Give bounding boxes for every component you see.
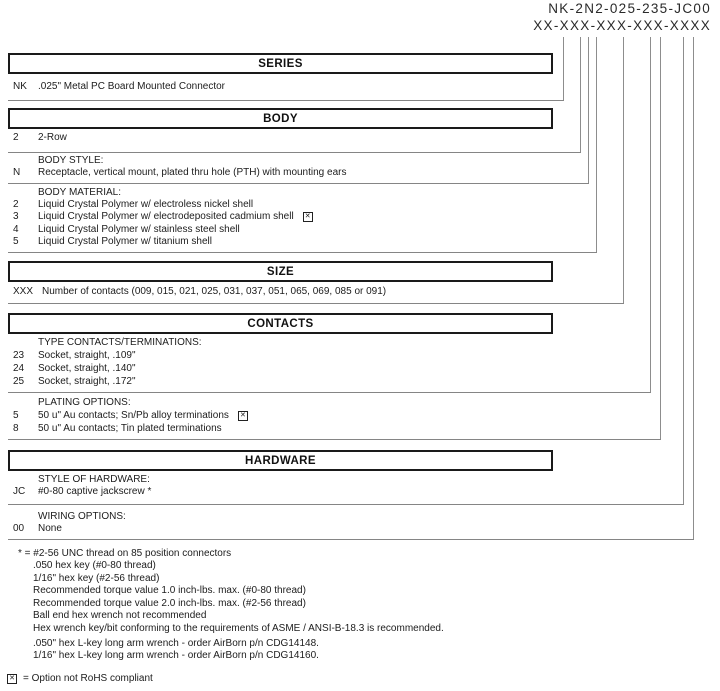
footnote-line: Ball end hex wrench not recommended — [33, 610, 207, 621]
option-code: 25 — [13, 376, 25, 387]
section-title: SERIES — [258, 57, 303, 70]
rule-body-material — [8, 252, 597, 253]
rohs-legend: = Option not RoHS compliant — [7, 673, 153, 685]
option-desc: Socket, straight, .140" — [38, 363, 136, 374]
leader-line-hardware-style — [683, 37, 684, 504]
option-code: 4 — [13, 224, 19, 235]
option-code: 00 — [13, 523, 25, 534]
option-desc: Number of contacts (009, 015, 021, 025, … — [42, 286, 387, 297]
subsection-plating: PLATING OPTIONS: — [38, 397, 131, 408]
option-desc: None — [38, 523, 62, 534]
option-desc: Socket, straight, .172" — [38, 376, 136, 387]
leader-line-wiring — [693, 37, 694, 539]
section-header-contacts: CONTACTS — [8, 313, 553, 334]
footnote-lead: * = #2-56 UNC thread on 85 position conn… — [18, 548, 232, 559]
rule-hardware-style — [8, 504, 684, 505]
section-header-size: SIZE — [8, 261, 553, 282]
section-header-series: SERIES — [8, 53, 553, 74]
section-title: SIZE — [266, 265, 295, 278]
rule-body-style — [8, 183, 589, 184]
leader-line-body-row — [580, 37, 581, 152]
option-desc: Liquid Crystal Polymer w/ electroless ni… — [38, 199, 254, 210]
rule-body-row — [8, 152, 581, 153]
option-code: 2 — [13, 132, 19, 143]
leader-line-body-material — [596, 37, 597, 252]
option-code: 2 — [13, 199, 19, 210]
not-rohs-icon — [7, 674, 17, 684]
option-desc: 50 u" Au contacts; Sn/Pb alloy terminati… — [38, 410, 229, 421]
footnote-line: .050" hex L-key long arm wrench - order … — [33, 638, 319, 649]
option-desc: 50 u" Au contacts; Tin plated terminatio… — [38, 423, 222, 434]
part-number-example: NK-2N2-025-235-JC00 — [548, 1, 711, 16]
footnote-line: .050 hex key (#0-80 thread) — [33, 560, 156, 571]
part-number-mask: XX-XXX-XXX-XXX-XXXX — [533, 18, 711, 33]
footnote-line: Hex wrench key/bit conforming to the req… — [33, 623, 444, 634]
option-code: XXX — [13, 286, 34, 297]
rule-size — [8, 303, 624, 304]
option-code: 8 — [13, 423, 19, 434]
option-code: 23 — [13, 350, 25, 361]
option-code: JC — [13, 486, 26, 497]
option-desc: Socket, straight, .109" — [38, 350, 136, 361]
legend-text: = Option not RoHS compliant — [23, 673, 153, 684]
section-title: HARDWARE — [245, 454, 316, 467]
leader-line-size — [623, 37, 624, 303]
option-desc: Liquid Crystal Polymer w/ titanium shell — [38, 236, 212, 247]
not-rohs-icon — [237, 411, 248, 421]
option-desc: Liquid Crystal Polymer w/ stainless stee… — [38, 224, 240, 235]
footnote-line: 1/16" hex L-key long arm wrench - order … — [33, 650, 319, 661]
option-desc: #0-80 captive jackscrew * — [38, 486, 152, 497]
subsection-wiring-options: WIRING OPTIONS: — [38, 511, 126, 522]
leader-line-body-style — [588, 37, 589, 183]
option-desc: .025" Metal PC Board Mounted Connector — [38, 81, 225, 92]
option-code: 5 — [13, 410, 19, 421]
footnote-line: 1/16" hex key (#2-56 thread) — [33, 573, 160, 584]
rule-plating — [8, 439, 661, 440]
section-header-hardware: HARDWARE — [8, 450, 553, 471]
option-desc: 2-Row — [38, 132, 67, 143]
leader-line-contact-type — [650, 37, 651, 392]
option-code: N — [13, 167, 21, 178]
rule-contact-type — [8, 392, 651, 393]
footnote-line: Recommended torque value 2.0 inch-lbs. m… — [33, 598, 306, 609]
option-code: 5 — [13, 236, 19, 247]
subsection-contact-type: TYPE CONTACTS/TERMINATIONS: — [38, 337, 202, 348]
section-title: CONTACTS — [247, 317, 314, 330]
option-code: 3 — [13, 211, 19, 222]
leader-line-series — [563, 37, 564, 100]
option-code: NK — [13, 81, 27, 92]
rule-wiring — [8, 539, 694, 540]
footnote-line: Recommended torque value 1.0 inch-lbs. m… — [33, 585, 306, 596]
leader-line-plating — [660, 37, 661, 439]
section-title: BODY — [263, 112, 298, 125]
subsection-body-style: BODY STYLE: — [38, 155, 104, 166]
not-rohs-icon — [302, 212, 313, 222]
option-code: 24 — [13, 363, 25, 374]
option-desc: Liquid Crystal Polymer w/ electrodeposit… — [38, 211, 294, 222]
option-desc: Receptacle, vertical mount, plated thru … — [38, 167, 347, 178]
section-header-body: BODY — [8, 108, 553, 129]
subsection-body-material: BODY MATERIAL: — [38, 187, 121, 198]
subsection-hardware-style: STYLE OF HARDWARE: — [38, 474, 150, 485]
rule-series — [8, 100, 564, 101]
